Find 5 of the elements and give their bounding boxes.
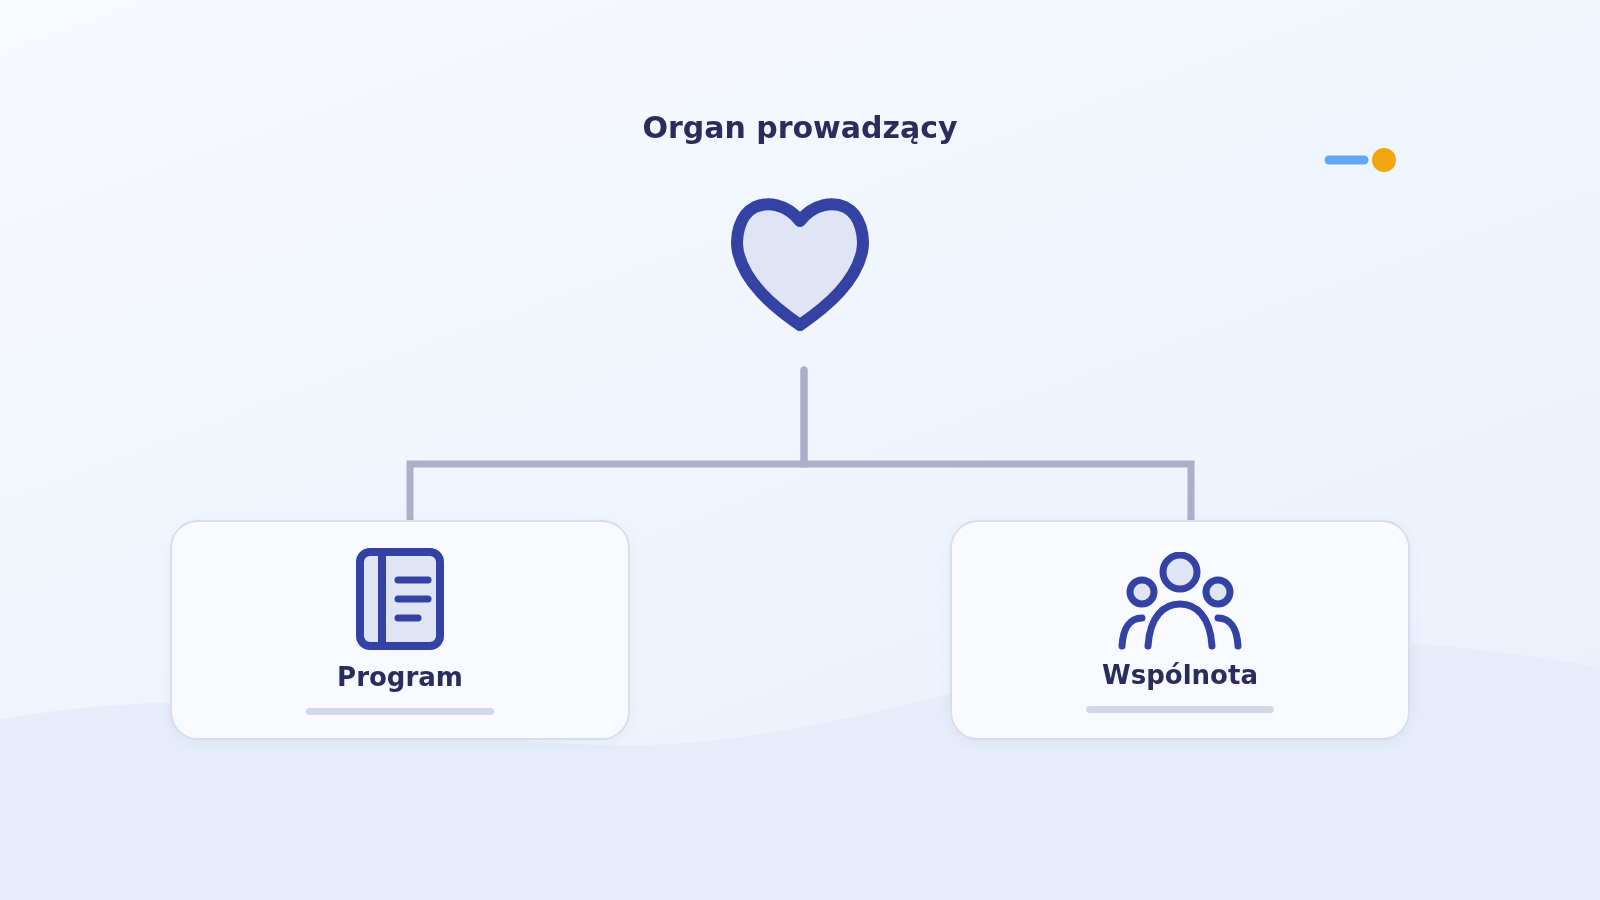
- card-box: [950, 520, 1410, 740]
- card-label: Program: [337, 662, 463, 692]
- card-label: Wspólnota: [1102, 660, 1258, 690]
- card-box: [170, 520, 630, 740]
- node-heading: Organ prowadzący: [642, 110, 958, 145]
